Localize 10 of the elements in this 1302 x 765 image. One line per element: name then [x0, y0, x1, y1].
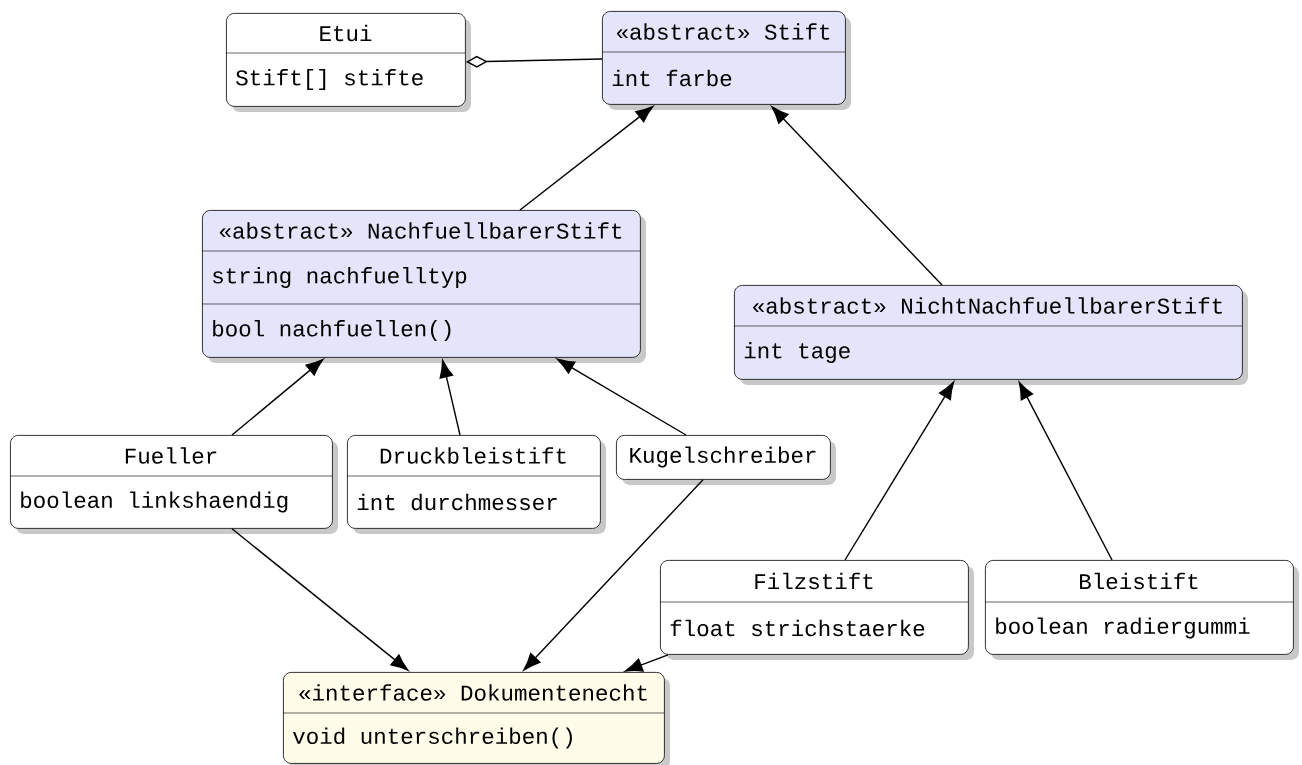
- arrow: [231, 358, 324, 436]
- arrow: [523, 479, 704, 671]
- arrow: [231, 528, 409, 671]
- arrow: [1018, 381, 1113, 561]
- arrow: [844, 381, 955, 561]
- arrow: [439, 359, 461, 436]
- arrow: [519, 105, 654, 211]
- arrow: [771, 106, 943, 286]
- arrow: [556, 358, 687, 436]
- arrow: [624, 654, 669, 672]
